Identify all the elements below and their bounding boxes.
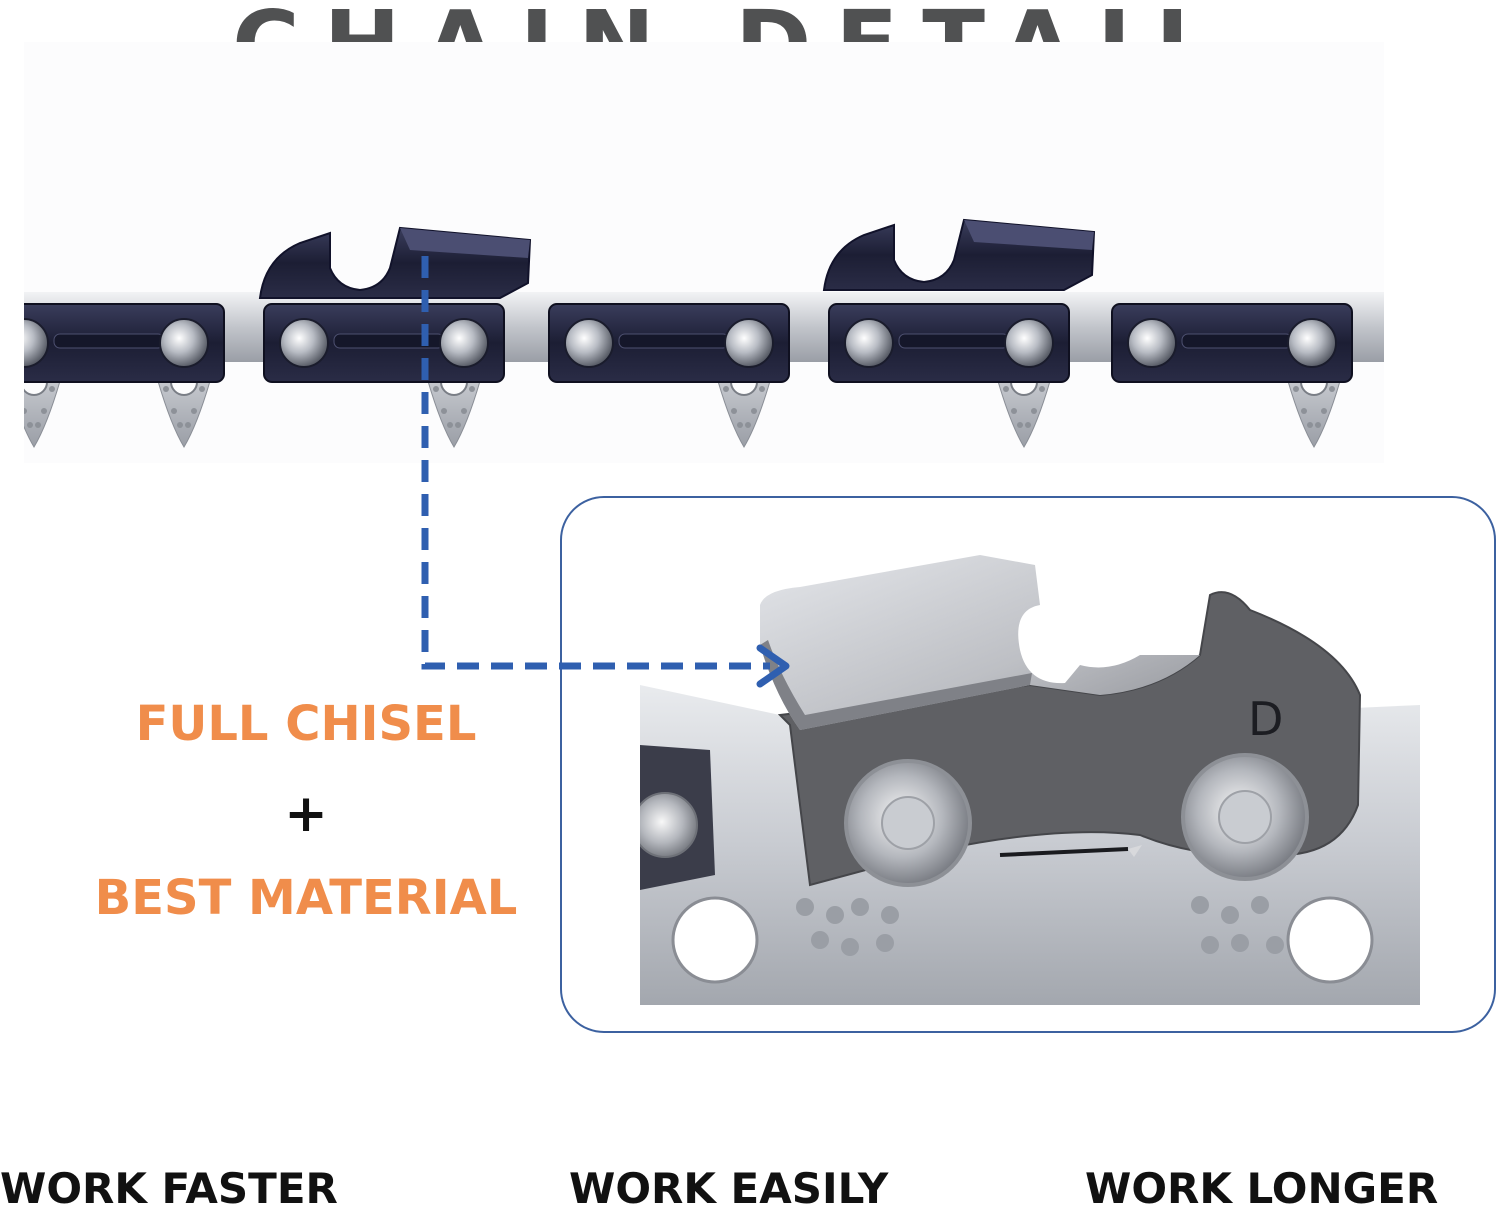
- cutter-mark: D: [1248, 692, 1283, 746]
- cutter-closeup-image: D: [640, 555, 1420, 1005]
- chain-strip-image: [24, 42, 1384, 463]
- benefit-work-longer: WORK LONGER: [1085, 1164, 1439, 1213]
- feature-best-material: BEST MATERIAL: [94, 870, 518, 926]
- feature-full-chisel: FULL CHISEL: [135, 696, 477, 752]
- benefit-work-faster: WORK FASTER: [0, 1164, 338, 1213]
- feature-plus-sign: +: [284, 784, 328, 844]
- benefit-work-easily: WORK EASILY: [569, 1164, 889, 1213]
